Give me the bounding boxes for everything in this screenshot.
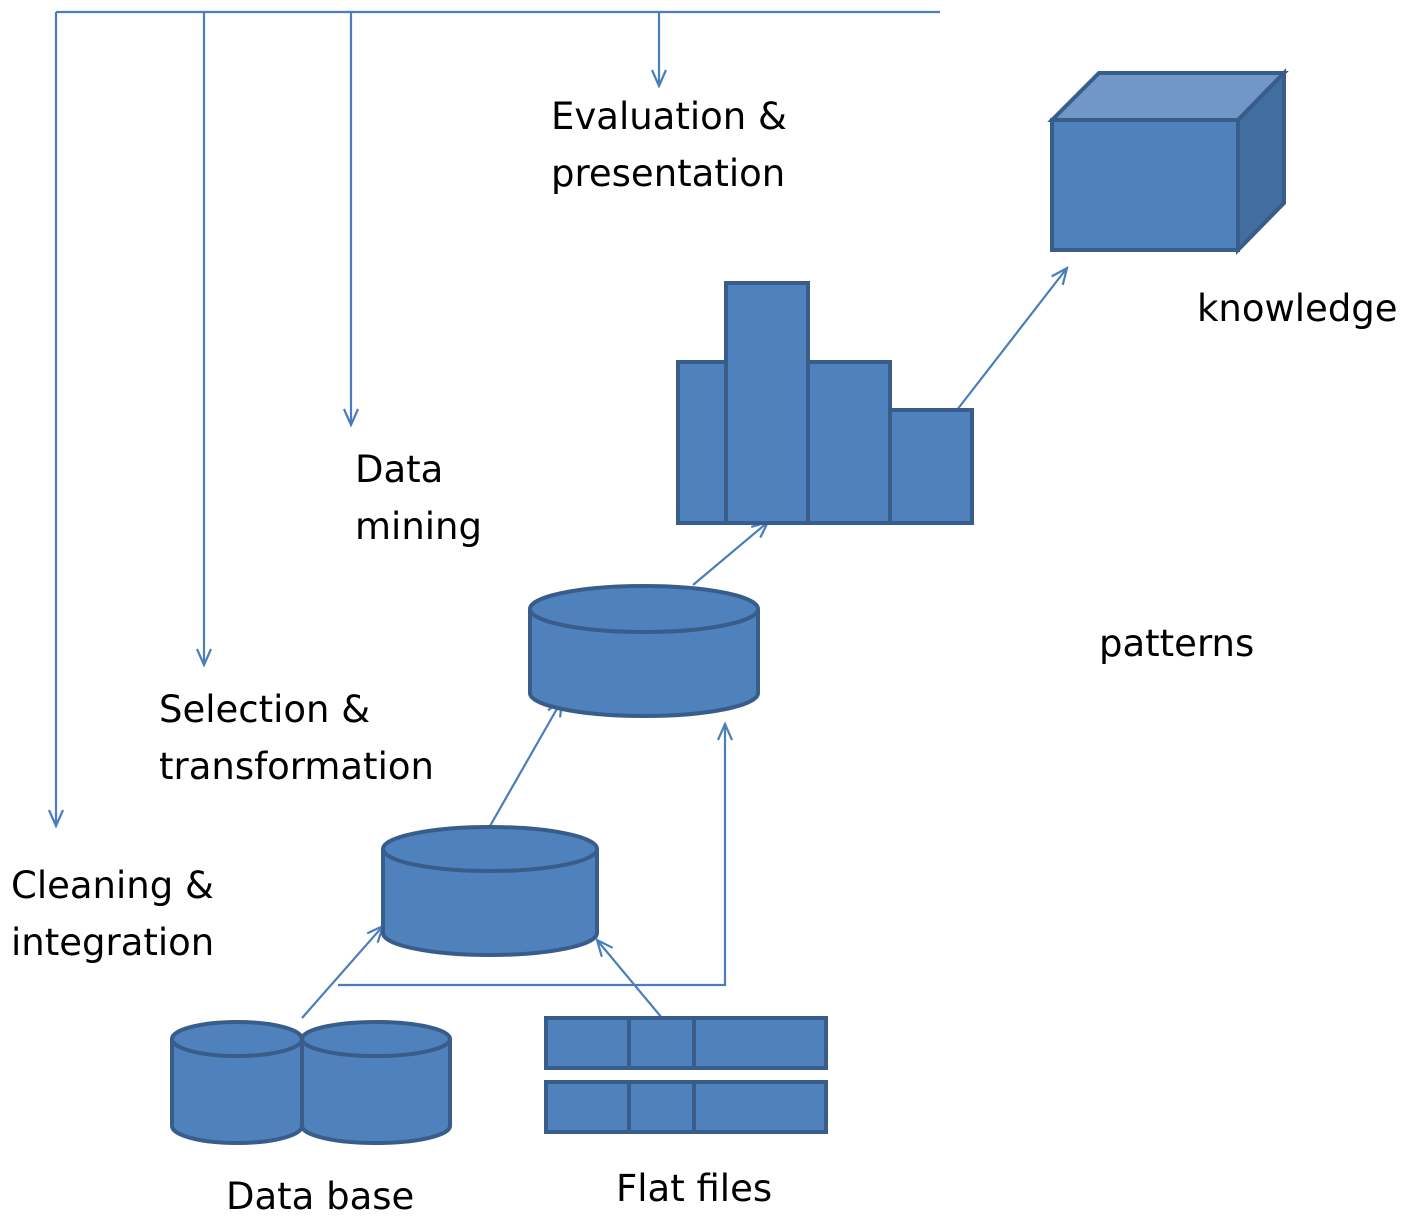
histogram-bar	[676, 360, 730, 525]
flat-file-icon	[544, 1080, 828, 1134]
data-mining-label-line-1: Data	[355, 448, 444, 491]
evaluation-label-line-1: Evaluation &	[551, 95, 787, 138]
database-cylinder-icon	[170, 1020, 304, 1145]
database-cylinder-icon	[300, 1020, 452, 1145]
flat-files-label: Flat files	[616, 1167, 773, 1210]
evaluation-presentation-label: Evaluation & presentation	[551, 88, 787, 202]
cleaning-label-line-2: integration	[11, 921, 215, 964]
patterns-histogram-icon	[676, 281, 974, 525]
flow-arrows	[301, 268, 1067, 1019]
knowledge-label: knowledge	[1197, 287, 1398, 330]
histogram-bar	[806, 360, 892, 525]
selection-label-line-2: transformation	[159, 745, 434, 788]
cleaned-to-selected-arrow	[489, 700, 562, 827]
database-cylinder-icon	[528, 584, 760, 718]
data-mining-label: Data mining	[355, 441, 482, 555]
evaluation-label-line-2: presentation	[551, 152, 786, 195]
data-mining-label-line-2: mining	[355, 505, 482, 548]
process-stage-connectors	[56, 10, 940, 826]
patterns-to-knowledge-arrow	[956, 268, 1067, 411]
patterns-label: patterns	[1099, 622, 1255, 665]
selected-to-patterns-arrow	[692, 522, 768, 586]
bypass-to-selected-arrow	[338, 724, 725, 987]
flatfiles-to-cleaned-arrow	[597, 940, 663, 1019]
cleaning-integration-label: Cleaning & integration	[11, 857, 214, 971]
knowledge-cube-icon	[1047, 68, 1289, 255]
histogram-bar	[724, 281, 810, 525]
database-to-cleaned-arrow	[301, 926, 383, 1019]
selection-transformation-label: Selection & transformation	[159, 681, 434, 795]
flat-file-icon	[544, 1016, 828, 1070]
cleaning-label-line-1: Cleaning &	[11, 864, 214, 907]
histogram-bar	[888, 408, 974, 525]
selection-label-line-1: Selection &	[159, 688, 371, 731]
data-base-label: Data base	[226, 1175, 415, 1218]
database-cylinder-icon	[381, 825, 599, 957]
